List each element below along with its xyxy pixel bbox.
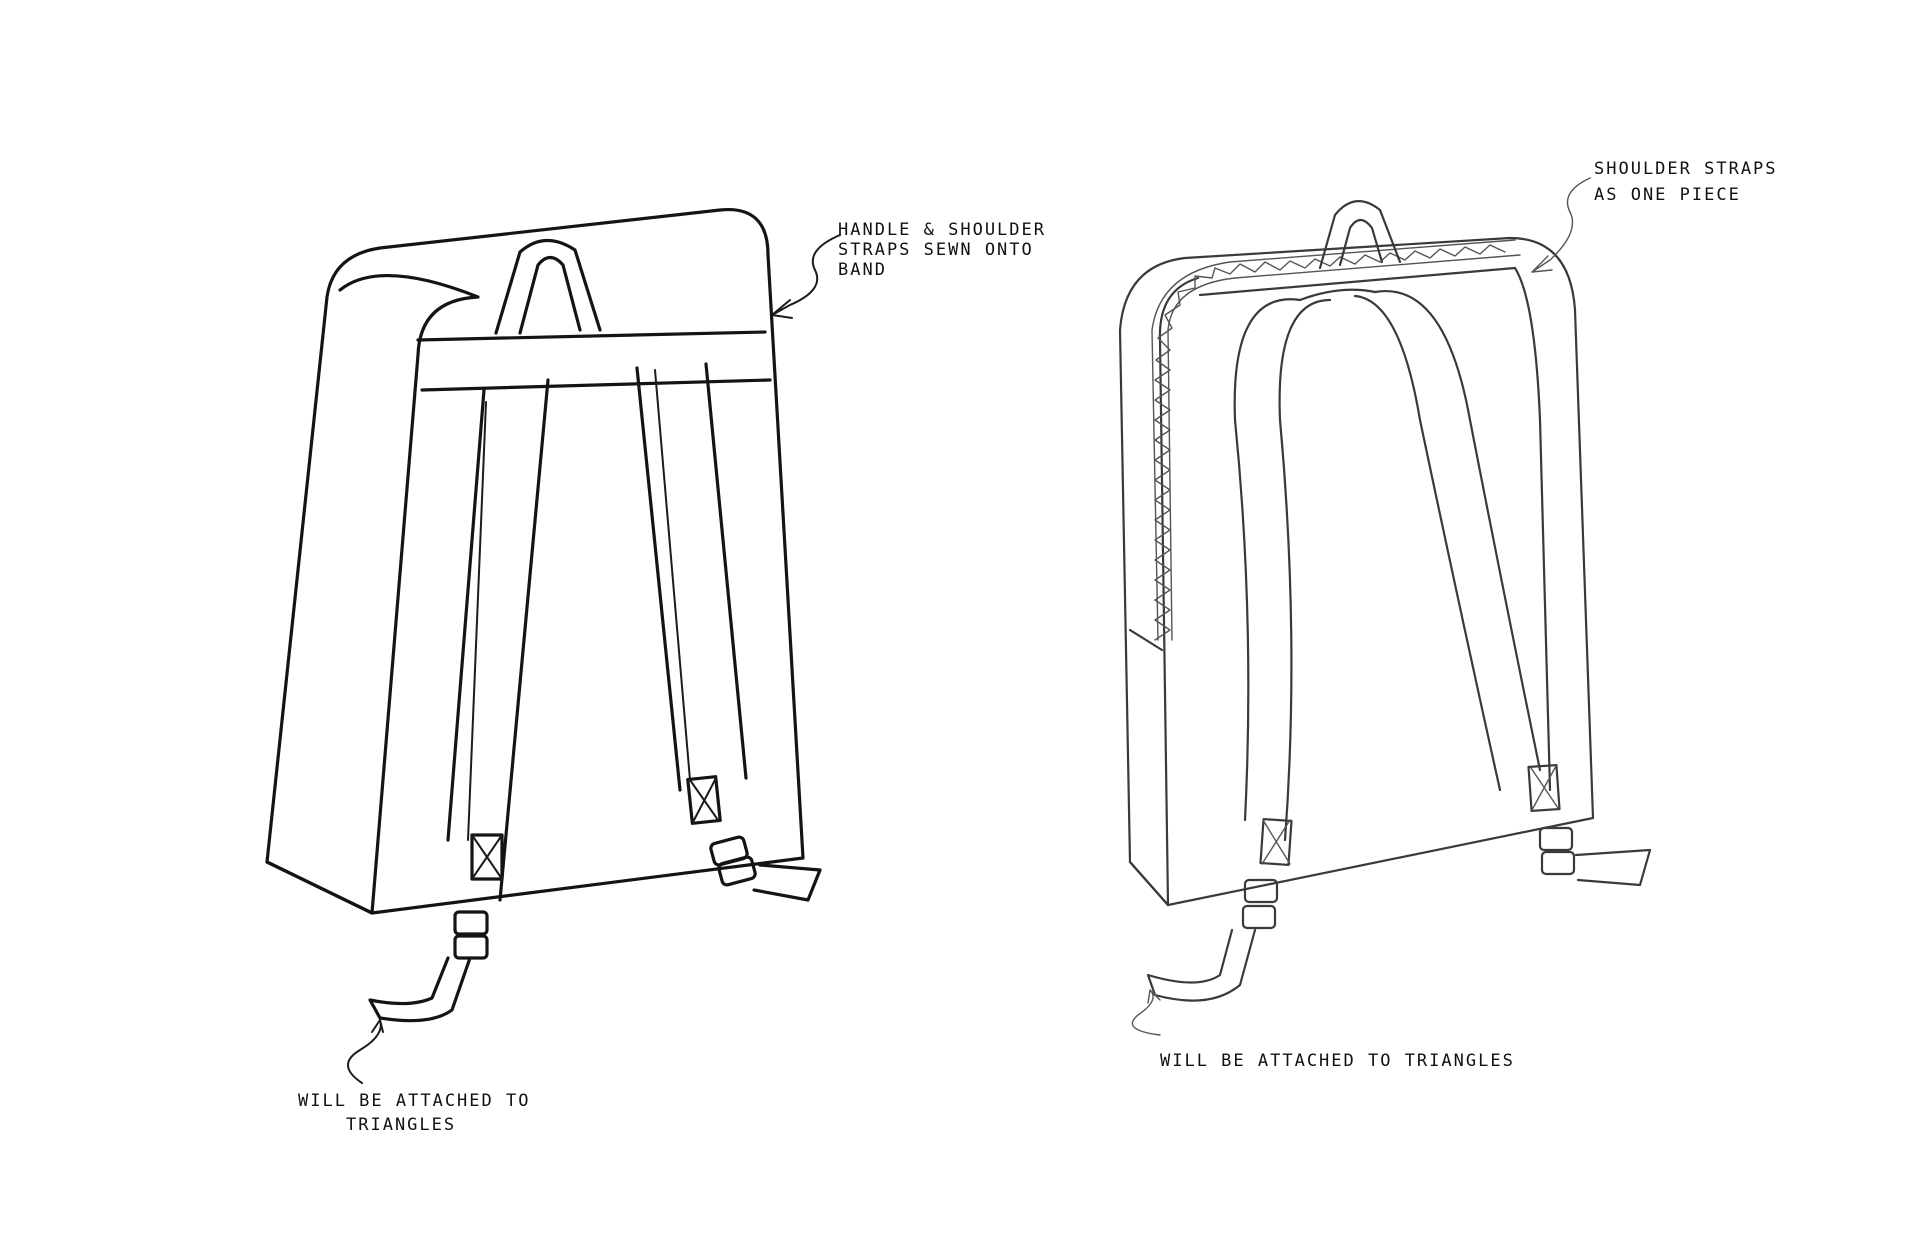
right-strap-patch-left xyxy=(1259,817,1293,867)
left-note-bottom-line-2: TRIANGLES xyxy=(346,1115,456,1135)
left-webbing-left xyxy=(368,956,472,1023)
left-note-top-line-2: STRAPS SEWN ONTO xyxy=(838,240,1034,260)
left-note-top-line-3: BAND xyxy=(838,260,887,280)
right-note-bottom: WILL BE ATTACHED TO TRIANGLES xyxy=(1160,1051,1515,1071)
left-note-top-line-1: HANDLE & SHOULDER xyxy=(838,220,1046,240)
right-webbing-left xyxy=(1146,928,1257,1002)
left-shoulder-strap-right xyxy=(635,362,748,792)
left-shoulder-strap-left xyxy=(446,378,550,902)
right-buckle-left xyxy=(1243,878,1279,904)
right-top-arrow xyxy=(1531,177,1591,273)
right-back-panel xyxy=(1198,266,1552,792)
left-backpack-sketch xyxy=(265,207,841,1084)
right-handle xyxy=(1318,200,1402,270)
right-note-top-line-1: SHOULDER STRAPS xyxy=(1594,159,1778,179)
left-webbing-right xyxy=(752,863,822,902)
left-backpack-body xyxy=(265,207,805,915)
right-zipper-band xyxy=(1151,239,1521,641)
left-note-bottom: WILL BE ATTACHED TO TRIANGLES xyxy=(298,1091,543,1135)
left-note-bottom-line-1: WILL BE ATTACHED TO xyxy=(298,1091,530,1111)
left-buckle-left-top xyxy=(453,910,489,936)
right-strap-right xyxy=(1353,289,1542,792)
left-buckle-left-bottom xyxy=(453,934,489,960)
left-strap-patch-left xyxy=(470,833,504,881)
right-bottom-arrow xyxy=(1131,989,1161,1036)
right-zigzag-stitch xyxy=(1154,244,1506,641)
left-strap-patch-right xyxy=(686,775,722,825)
right-note-bottom-line-1: WILL BE ATTACHED TO TRIANGLES xyxy=(1160,1051,1515,1071)
left-top-band xyxy=(416,330,772,392)
right-strap-yoke xyxy=(1298,288,1377,302)
left-bottom-arrow xyxy=(347,1019,384,1084)
left-backpack-side-panel xyxy=(265,273,480,915)
right-note-top-line-2: AS ONE PIECE xyxy=(1594,185,1741,205)
right-webbing-right xyxy=(1574,848,1652,887)
left-note-top: HANDLE & SHOULDER STRAPS SEWN ONTO BAND xyxy=(838,220,1058,280)
right-buckle-right xyxy=(1538,826,1574,852)
right-strap-left xyxy=(1233,298,1332,842)
right-strap-patch-right xyxy=(1527,763,1561,813)
right-backpack-body xyxy=(1118,236,1595,907)
right-note-top: SHOULDER STRAPS AS ONE PIECE xyxy=(1594,159,1790,205)
left-shoulder-strap-right-inner xyxy=(654,369,691,781)
left-top-arrow xyxy=(771,234,841,319)
left-shoulder-strap-left-inner xyxy=(467,401,487,841)
right-backpack-side-panel xyxy=(1128,276,1200,907)
left-handle xyxy=(494,238,602,335)
right-backpack-sketch xyxy=(1118,177,1652,1036)
